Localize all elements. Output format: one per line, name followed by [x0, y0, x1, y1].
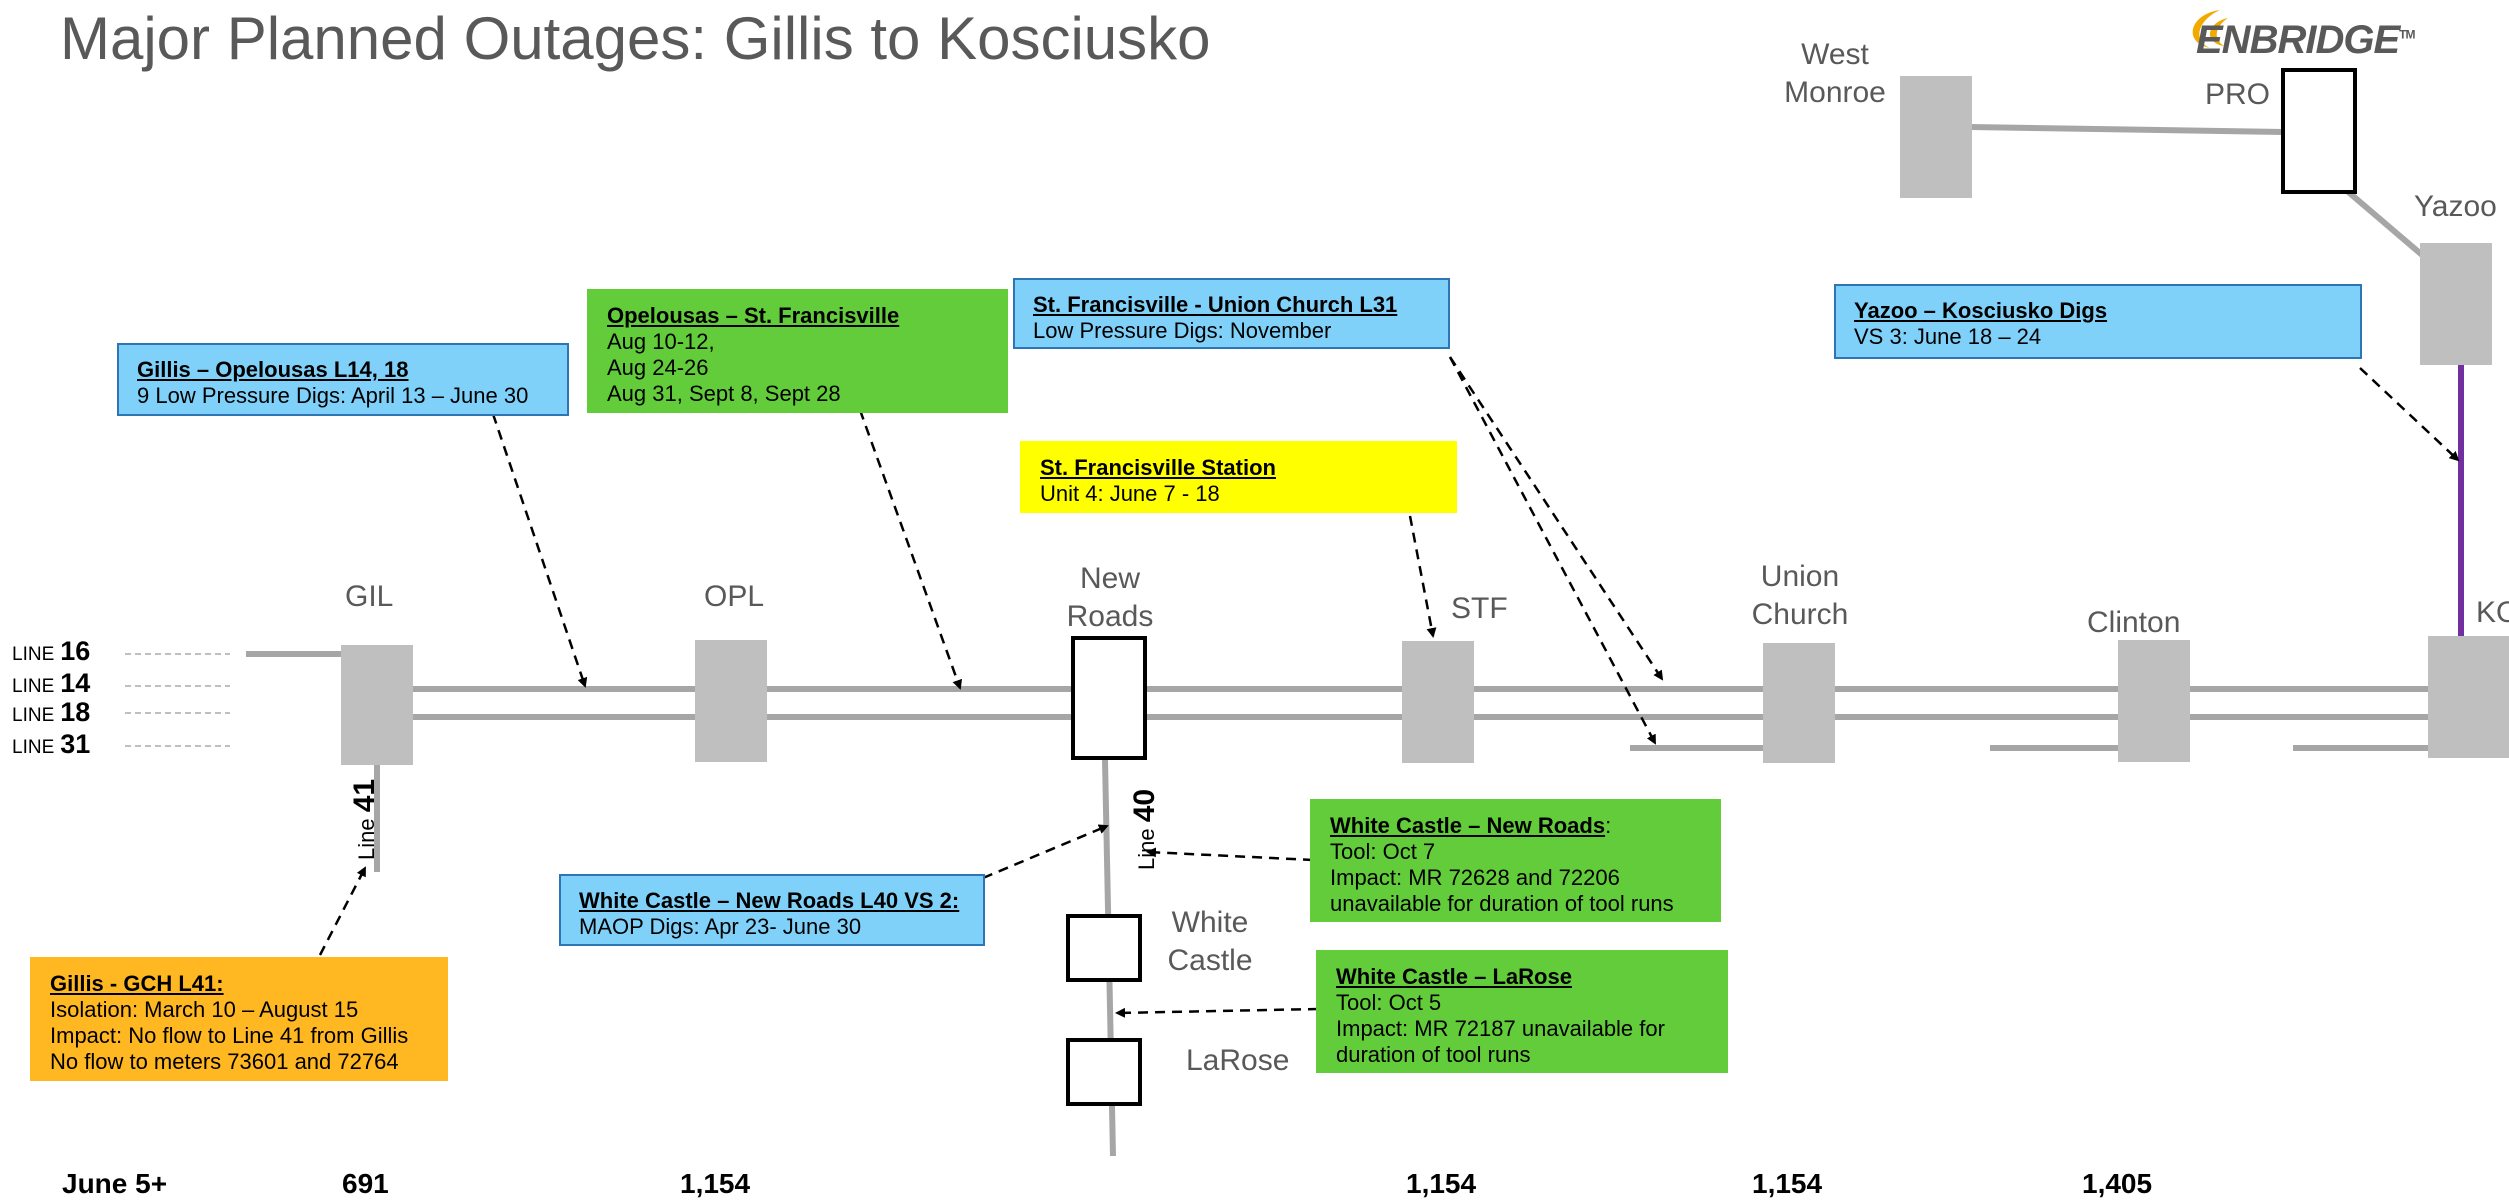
station-clinton [2118, 640, 2190, 762]
callout-line: Aug 10-12, [607, 329, 715, 354]
callout-line: unavailable for duration of tool runs [1330, 891, 1674, 916]
station-opl [695, 640, 767, 762]
label-larose: LaRose [1186, 1044, 1290, 1077]
callout-heading: Gillis - GCH L41: [50, 971, 224, 996]
callout-line: Impact: No flow to Line 41 from Gillis [50, 1023, 409, 1048]
station-stf [1402, 641, 1474, 763]
page-title: Major Planned Outages: Gillis to Koscius… [60, 5, 1211, 72]
enbridge-logo [2180, 4, 2440, 64]
label-gil: GIL [345, 580, 394, 613]
callout-line: Aug 31, Sept 8, Sept 28 [607, 381, 841, 406]
pro-west-monroe-pipe [1969, 124, 2284, 135]
label-clinton: Clinton [2087, 606, 2181, 639]
station-larose [1066, 1038, 1142, 1106]
callout-heading: Gillis – Opelousas L14, 18 [137, 357, 409, 382]
station-ko [2428, 636, 2509, 758]
station-pro [2281, 68, 2357, 194]
station-gil [341, 645, 413, 765]
station-new-roads [1071, 636, 1147, 760]
label-yazoo: Yazoo [2414, 190, 2497, 223]
callout-line: 9 Low Pressure Digs: April 13 – June 30 [137, 383, 529, 408]
callout-heading: White Castle – New Roads [1330, 813, 1606, 838]
callout-line: Aug 24-26 [607, 355, 709, 380]
pro-yazoo-pipe [2344, 187, 2430, 263]
callout-line: duration of tool runs [1336, 1042, 1531, 1067]
station-west-monroe [1900, 76, 1972, 198]
callout-heading: White Castle – LaRose [1336, 964, 1572, 989]
callout-line: Unit 4: June 7 - 18 [1040, 481, 1220, 506]
callout-arrows [318, 356, 2460, 1018]
line-legend-dashes [125, 653, 230, 747]
label-line-41: Line 41 [348, 778, 381, 860]
callout-stf-union-church: St. Francisville - Union Church L31 Low … [1013, 278, 1450, 349]
callout-line: Tool: Oct 5 [1336, 990, 1442, 1015]
callout-heading: St. Francisville Station [1040, 455, 1276, 480]
label-opl: OPL [704, 580, 765, 613]
enbridge-logo-text: ENBRIDGETM [2196, 18, 2415, 62]
callout-heading: Opelousas – St. Francisville [607, 303, 900, 328]
callout-gillis-opelousas: Gillis – Opelousas L14, 18 9 Low Pressur… [117, 343, 569, 416]
footer-value-opl: 1,154 [680, 1168, 751, 1199]
enbridge-flame-icon [2192, 10, 2228, 48]
callout-line: No flow to meters 73601 and 72764 [50, 1049, 399, 1074]
callout-white-castle-new-roads-l40: White Castle – New Roads L40 VS 2: MAOP … [559, 874, 985, 946]
callout-gillis-gch-l41: Gillis - GCH L41: Isolation: March 10 – … [30, 957, 448, 1081]
label-stf: STF [1451, 592, 1508, 625]
footer-value-clinton: 1,405 [2082, 1168, 2153, 1199]
label-ko: KO [2476, 596, 2509, 629]
callout-heading: White Castle – New Roads L40 VS 2: [579, 888, 960, 913]
callout-line: VS 3: June 18 – 24 [1854, 324, 2042, 349]
label-line-40: Line 40 [1128, 788, 1161, 870]
callout-line: Isolation: March 10 – August 15 [50, 997, 359, 1022]
callout-stf-station: St. Francisville Station Unit 4: June 7 … [1020, 441, 1457, 513]
callout-heading: Yazoo – Kosciusko Digs [1854, 298, 2108, 323]
callout-heading-suffix: : [1605, 813, 1612, 838]
label-pro: PRO [2205, 78, 2271, 111]
station-yazoo [2420, 243, 2492, 365]
callout-line: MAOP Digs: Apr 23- June 30 [579, 914, 862, 939]
callout-white-castle-larose: White Castle – LaRose Tool: Oct 5 Impact… [1316, 950, 1728, 1073]
station-union-church [1763, 643, 1835, 763]
callout-white-castle-new-roads-tool: White Castle – New Roads: Tool: Oct 7 Im… [1310, 799, 1721, 922]
callout-heading: St. Francisville - Union Church L31 [1033, 292, 1398, 317]
callout-line: Impact: MR 72187 unavailable for [1336, 1016, 1665, 1041]
stations [341, 68, 2509, 1106]
station-white-castle [1066, 914, 1142, 982]
callout-line: Tool: Oct 7 [1330, 839, 1436, 864]
callout-line: Impact: MR 72628 and 72206 [1330, 865, 1620, 890]
callout-line: Low Pressure Digs: November [1033, 318, 1332, 343]
footer-value-union-church: 1,154 [1752, 1168, 1823, 1199]
footer-label: June 5+ [62, 1168, 168, 1199]
callout-opelousas-stf: Opelousas – St. Francisville Aug 10-12, … [587, 289, 1008, 413]
callout-yazoo-kosciusko: Yazoo – Kosciusko Digs VS 3: June 18 – 2… [1834, 284, 2362, 359]
footer-value-gil: 691 [342, 1168, 389, 1199]
footer-value-stf: 1,154 [1406, 1168, 1477, 1199]
